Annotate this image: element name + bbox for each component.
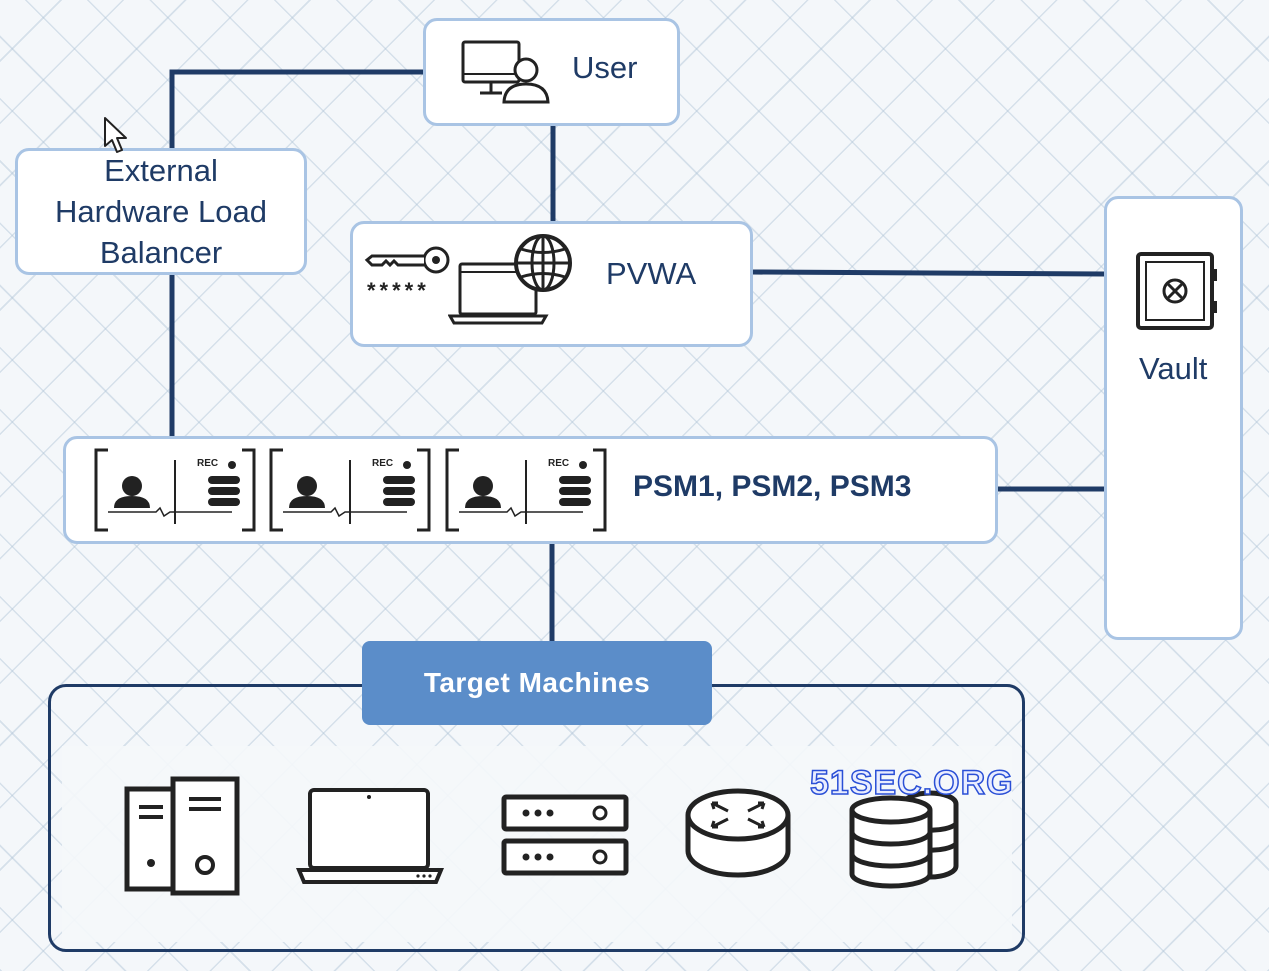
connector-user-lb (169, 69, 423, 150)
safe-icon (1136, 252, 1217, 330)
psm-session-icon-3: REC (443, 446, 609, 534)
key-icon (364, 246, 450, 274)
psm-session-icon-2: REC (267, 446, 433, 534)
mouse-cursor-icon (104, 117, 127, 153)
user-label: User (572, 50, 638, 85)
target-machines-header[interactable]: Target Machines (362, 641, 712, 725)
user-workstation-icon (461, 40, 550, 104)
load-balancer-label-line-1: External (104, 153, 218, 188)
laptop-icon (296, 788, 444, 884)
session-recording-icon (445, 448, 607, 532)
rec-label: REC (197, 458, 219, 469)
rec-label: REC (548, 458, 570, 469)
password-mask: ***** (367, 278, 430, 303)
load-balancer-node[interactable]: External Hardware Load Balancer (15, 148, 307, 275)
vault-label: Vault (1139, 351, 1208, 386)
load-balancer-label-line-3: Balancer (99, 235, 223, 270)
laptop-globe-icon (448, 234, 572, 325)
load-balancer-label-line-2: Hardware Load (55, 194, 267, 229)
database-icon (849, 790, 959, 889)
session-recording-icon (94, 448, 256, 532)
psm-session-icon-1: REC (92, 446, 258, 534)
watermark: 51SEC.ORG (809, 763, 1014, 803)
server-tower-icon (124, 776, 240, 896)
user-node[interactable] (423, 18, 680, 126)
connector-pvwa-vault (751, 269, 1105, 277)
session-recording-icon (269, 448, 431, 532)
psm-label: PSM1, PSM2, PSM3 (633, 470, 912, 503)
router-icon (685, 788, 791, 878)
rack-server-icon (501, 794, 629, 876)
rec-label: REC (372, 458, 394, 469)
pvwa-label: PVWA (606, 256, 697, 291)
